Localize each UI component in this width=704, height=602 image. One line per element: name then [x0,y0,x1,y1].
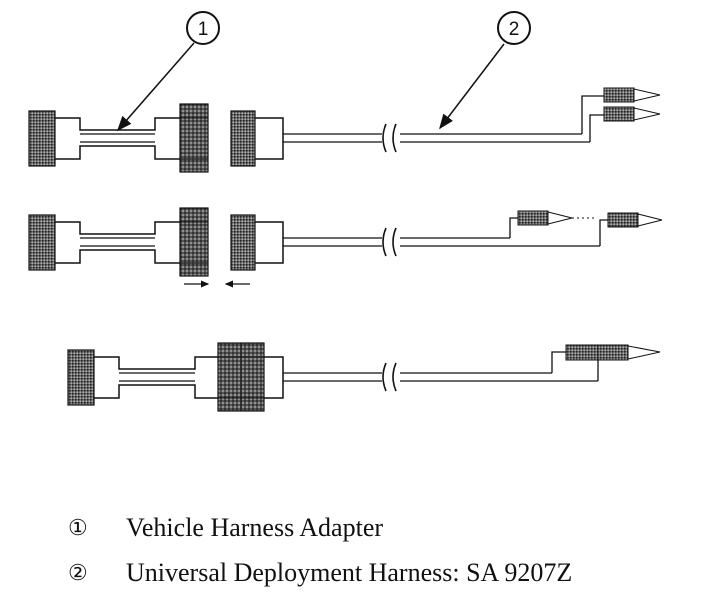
adapter-body [55,117,180,160]
legend-marker-1: ① [68,515,88,540]
universal-deployment-harness-row-2 [230,210,663,271]
cable-break-symbol [382,227,397,257]
adapter-left-connector [67,349,95,406]
test-lead-plug [517,210,573,226]
adapter-left-connector [28,214,56,271]
legend-item-vehicle-harness-adapter: ① Vehicle Harness Adapter [0,508,704,548]
legend-label-2: Universal Deployment Harness: SA 9207Z [126,558,573,587]
test-lead-plug-pair [565,344,661,361]
legend-item-universal-deployment-harness: ② Universal Deployment Harness: SA 9207Z [0,553,704,593]
adapter-left-connector [28,110,56,167]
universal-deployment-harness-row-3 [264,344,661,399]
adapter-right-connector [179,103,209,173]
callout-1: 1 [117,11,220,132]
row-1-disconnected [28,87,661,173]
universal-deployment-harness-row-1 [230,87,661,167]
test-lead-plug [603,87,661,103]
legend-marker-2: ② [68,560,88,585]
row-3-connected [67,342,661,412]
harness-connection-diagram: 1 2 [28,11,663,412]
cable-break-symbol [382,123,397,153]
cable-break-symbol [382,362,397,392]
callout-1-leader [117,42,195,132]
deployment-harness-connector [230,110,256,167]
adapter-right-connector [179,207,209,277]
test-lead-plug [607,212,663,228]
vehicle-harness-adapter-row-2 [28,207,209,277]
vehicle-harness-adapter-row-1 [28,103,209,173]
vehicle-harness-adapter-row-3 [67,342,265,412]
callout-2-leader [439,43,505,130]
callout-2-label: 2 [509,19,520,40]
row-2-mating [28,207,663,288]
test-lead-plug [603,106,661,122]
callout-1-label: 1 [198,19,209,40]
deployment-harness-connector [230,214,256,271]
callout-2: 2 [439,11,531,130]
legend-label-1: Vehicle Harness Adapter [126,513,384,542]
